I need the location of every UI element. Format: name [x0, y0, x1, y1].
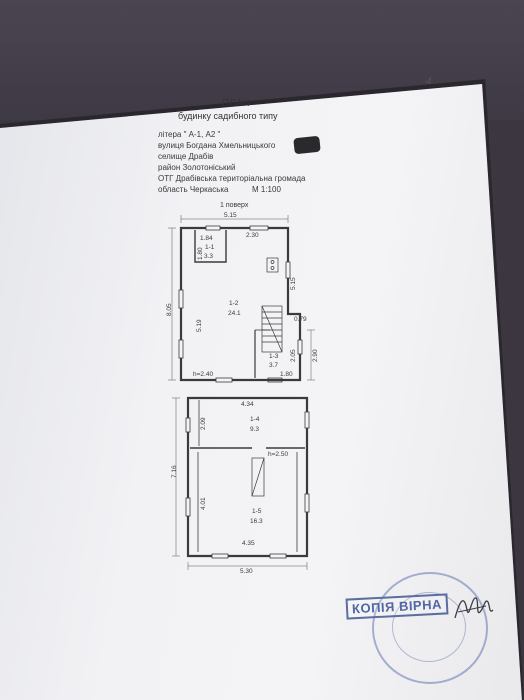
room-1-5-id: 1-5	[252, 508, 262, 515]
dim-notch-h1: 2.05	[290, 349, 297, 362]
round-seal	[372, 572, 488, 684]
dim-bottom-width: 5.30	[240, 568, 253, 575]
room-1-2-id: 1-2	[229, 300, 239, 307]
document-subtitle: будинку садибного типу	[178, 111, 278, 121]
room-1-1-area: 3.3	[204, 253, 214, 260]
page-number: 4	[426, 76, 432, 87]
upper-block-outline	[179, 226, 302, 382]
dim-left-height: 8.05	[166, 303, 173, 316]
dim-height-a: h=2.40	[193, 371, 214, 378]
dim-room5-h: 4.01	[200, 497, 207, 510]
room-1-5-area: 16.3	[250, 518, 263, 525]
room-1-3-area: 3.7	[269, 362, 279, 369]
dim-room5-w: 4.35	[242, 540, 255, 547]
dimension-lines	[168, 215, 315, 570]
room-1-2-area: 24.1	[228, 310, 241, 317]
dim-room4-w: 4.34	[241, 401, 254, 408]
dim-corridor-w: 1.80	[280, 371, 293, 378]
dim-room-small-w: 1.84	[200, 235, 213, 242]
info-line-3: селище Драбів	[158, 152, 214, 161]
dim-inner-left: 5.19	[196, 319, 203, 332]
info-line-4: район Золотоніський	[158, 163, 236, 172]
info-line-6: область Черкаська	[158, 185, 229, 194]
room-1-1-walls	[194, 230, 227, 263]
dim-right-height: 5.15	[290, 277, 297, 290]
dim-room-small-h: 1.80	[197, 247, 204, 260]
dim-notch-h2: 2.90	[312, 349, 319, 362]
document-title: ПЛАН	[222, 98, 250, 109]
dim-room4-h: 2.09	[200, 417, 207, 430]
oven-fixture	[251, 457, 265, 497]
windows	[178, 225, 310, 559]
dim-notch-w: 0.79	[294, 316, 307, 323]
info-line-2: вулиця Богдана Хмельницького	[158, 141, 276, 150]
staircase	[261, 305, 283, 353]
stove-fixture	[266, 257, 279, 273]
dim-top-width: 5.15	[224, 212, 237, 219]
info-line-1: літера " А-1, А2 "	[158, 130, 221, 139]
floor-label: 1 поверх	[220, 202, 249, 209]
dim-inner-top: 2.30	[246, 232, 259, 239]
dim-lower-left: 7.16	[171, 465, 178, 478]
info-line-5: ОТГ Драбівська територіальна громада	[158, 174, 306, 183]
doors	[215, 377, 283, 383]
scale-label: М 1:100	[252, 185, 281, 194]
room-1-3-id: 1-3	[269, 353, 279, 360]
room-1-4-id: 1-4	[250, 416, 260, 423]
round-seal-inner	[392, 592, 466, 662]
signature	[454, 597, 494, 619]
room-1-4-area: 9.3	[250, 426, 260, 433]
room-1-1-id: 1-1	[205, 244, 215, 251]
dim-height-b: h=2.50	[268, 451, 289, 458]
